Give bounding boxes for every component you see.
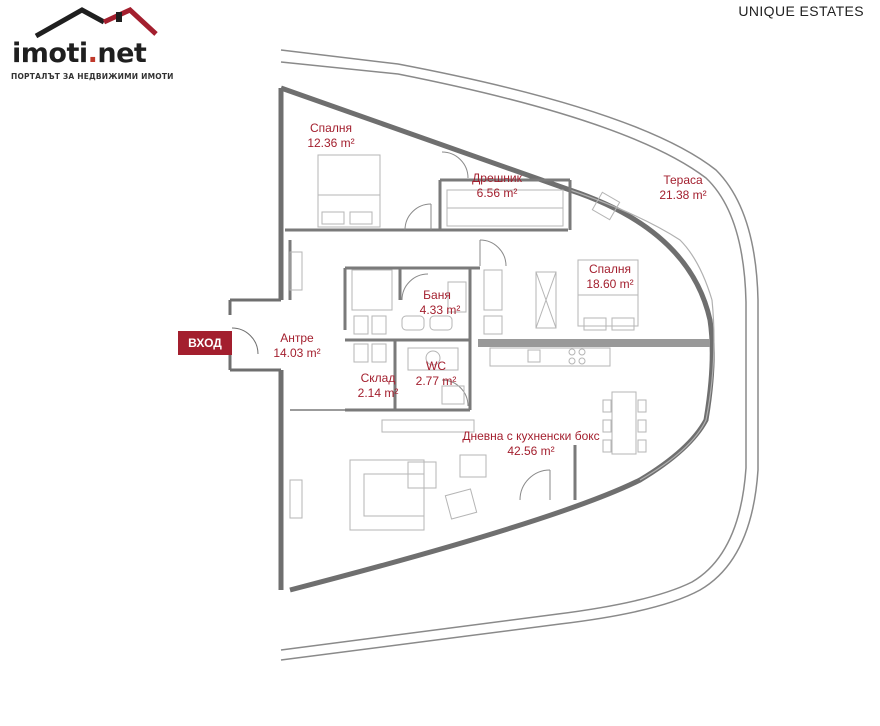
label-bedroom2-area: 18.60 m² (586, 277, 633, 291)
label-closet-name: Дрешник (472, 171, 522, 185)
terrace-glass-line (569, 189, 713, 301)
label-closet-area: 6.56 m² (477, 186, 518, 200)
logo-suffix: net (97, 38, 147, 69)
label-living-area: 42.56 m² (507, 444, 554, 458)
label-terrace-area: 21.38 m² (659, 188, 706, 202)
label-wc-name: WC (426, 359, 446, 373)
logo-tagline: ПОРТАЛЪТ ЗА НЕДВИЖИМИ ИМОТИ (11, 72, 174, 81)
label-hall-name: Антре (280, 331, 314, 345)
label-bedroom1-name: Спалня (310, 121, 352, 135)
entrance-notch (228, 298, 281, 372)
entrance-badge: ВХОД (178, 331, 232, 355)
imoti-logo[interactable]: imoti.net ПОРТАЛЪТ ЗА НЕДВИЖИМИ ИМОТИ (8, 6, 178, 86)
door-swings (401, 151, 551, 501)
label-wc-area: 2.77 m² (416, 374, 457, 388)
label-hall-area: 14.03 m² (273, 346, 320, 360)
label-terrace-name: Тераса (663, 173, 703, 187)
label-bedroom1-area: 12.36 m² (307, 136, 354, 150)
logo-wordmark: imoti.net (12, 38, 147, 69)
terrace-outline (280, 49, 759, 661)
logo-word: imoti (12, 38, 88, 69)
logo-dot: . (87, 38, 98, 69)
label-bedroom2-name: Спалня (589, 262, 631, 276)
label-storage-area: 2.14 m² (358, 386, 399, 400)
label-living-name: Дневна с кухненски бокс (462, 429, 599, 443)
terrace-glass-line-2 (639, 299, 715, 481)
furniture (289, 154, 647, 531)
interior-walls (285, 178, 710, 500)
label-bath-name: Баня (423, 288, 451, 302)
label-storage-name: Склад (361, 371, 396, 385)
house-roof-icon (34, 7, 158, 39)
brand-name: UNIQUE ESTATES (738, 3, 864, 19)
label-bath-area: 4.33 m² (420, 303, 461, 317)
